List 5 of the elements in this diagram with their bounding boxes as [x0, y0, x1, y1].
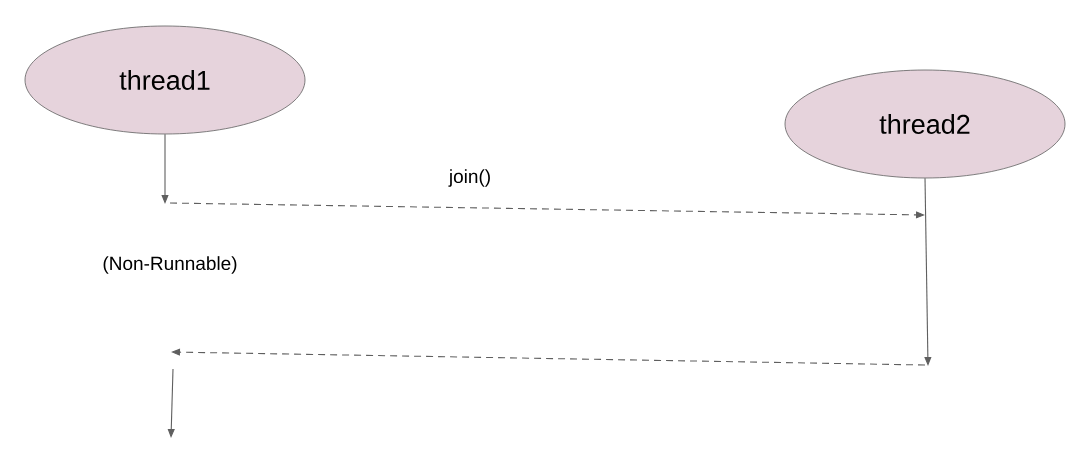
state-label: (Non-Runnable) [103, 256, 237, 274]
edge-label: join() [446, 167, 494, 189]
dashed-arrow [169, 202, 925, 219]
arrow [924, 177, 932, 366]
arrow [161, 133, 169, 204]
